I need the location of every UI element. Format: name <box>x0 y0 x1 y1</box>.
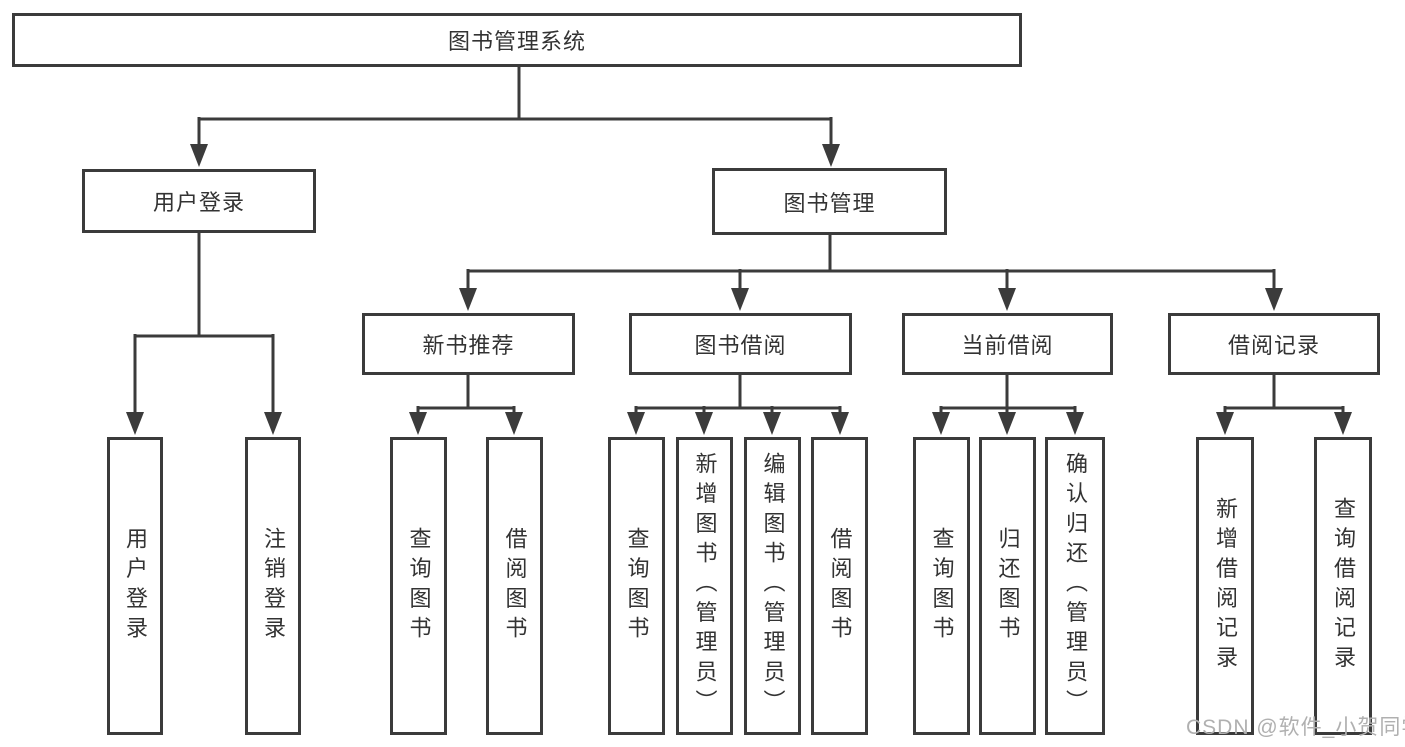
node-label: 查询图书 <box>406 526 432 646</box>
node-label: 当前借阅 <box>961 333 1054 358</box>
node-leaf-logout: 注销登录 <box>245 437 301 735</box>
arrowhead-icon <box>998 288 1016 311</box>
node-leaf-borrow-books-1: 借阅图书 <box>486 437 543 735</box>
node-label: 查询借阅记录 <box>1331 496 1356 676</box>
node-book-management: 图书管理 <box>712 168 947 235</box>
csdn-watermark: CSDN @软件_小贺同学 <box>1186 716 1405 739</box>
arrowhead-icon <box>831 412 849 435</box>
node-label: 确认归还（管理员） <box>1063 452 1088 720</box>
arrowhead-icon <box>409 412 427 435</box>
node-label: 用户登录 <box>123 526 148 646</box>
node-borrow-records: 借阅记录 <box>1168 313 1380 375</box>
node-leaf-user-login: 用户登录 <box>107 437 163 735</box>
node-book-borrow: 图书借阅 <box>629 313 852 375</box>
connector-new-book-recommend-children <box>409 374 523 435</box>
arrowhead-icon <box>190 144 208 167</box>
arrowhead-icon <box>822 144 840 167</box>
node-leaf-confirm-return-admin: 确认归还（管理员） <box>1045 437 1105 735</box>
node-label: 归还图书 <box>995 526 1021 646</box>
node-label: 注销登录 <box>261 526 286 646</box>
node-new-book-recommend: 新书推荐 <box>362 313 575 375</box>
connector-current-borrow-children <box>932 374 1084 435</box>
node-leaf-add-borrow-record: 新增借阅记录 <box>1196 437 1254 735</box>
arrowhead-icon <box>1066 412 1084 435</box>
arrowhead-icon <box>998 412 1016 435</box>
node-leaf-add-books-admin: 新增图书（管理员） <box>676 437 733 735</box>
node-user-login: 用户登录 <box>82 169 316 233</box>
node-leaf-return-books: 归还图书 <box>979 437 1036 735</box>
node-leaf-borrow-books-2: 借阅图书 <box>811 437 868 735</box>
node-label: 借阅图书 <box>827 526 853 646</box>
node-label: 查询图书 <box>624 526 650 646</box>
node-label: 用户登录 <box>152 190 245 215</box>
node-label: 图书管理系统 <box>447 29 586 54</box>
connector-root-to-level2 <box>190 66 840 167</box>
node-label: 新增图书（管理员） <box>692 452 718 720</box>
arrowhead-icon <box>695 412 713 435</box>
node-label: 借阅图书 <box>502 526 528 646</box>
node-leaf-query-books-3: 查询图书 <box>913 437 970 735</box>
node-current-borrow: 当前借阅 <box>902 313 1113 375</box>
node-label: 图书管理 <box>783 190 876 216</box>
node-root-library-system: 图书管理系统 <box>12 13 1022 67</box>
arrowhead-icon <box>505 412 523 435</box>
arrowhead-icon <box>1265 288 1283 311</box>
arrowhead-icon <box>731 288 749 311</box>
connector-user-login-children <box>126 232 282 435</box>
arrowhead-icon <box>627 412 645 435</box>
arrowhead-icon <box>264 412 282 435</box>
node-label: 新增借阅记录 <box>1213 496 1238 676</box>
connector-borrow-records-children <box>1216 374 1352 435</box>
arrowhead-icon <box>763 412 781 435</box>
arrowhead-icon <box>1216 412 1234 435</box>
node-label: 编辑图书（管理员） <box>760 452 786 720</box>
node-leaf-query-books-2: 查询图书 <box>608 437 665 735</box>
arrowhead-icon <box>459 288 477 311</box>
node-label: 借阅记录 <box>1227 333 1320 358</box>
node-label: 图书借阅 <box>694 333 787 358</box>
node-leaf-query-books-1: 查询图书 <box>390 437 447 735</box>
arrowhead-icon <box>1334 412 1352 435</box>
node-label: 新书推荐 <box>422 333 515 358</box>
arrowhead-icon <box>932 412 950 435</box>
node-label: 查询图书 <box>929 526 955 646</box>
arrowhead-icon <box>126 412 144 435</box>
connector-book-borrow-children <box>627 374 849 435</box>
connector-book-management-children <box>459 234 1283 311</box>
node-leaf-query-borrow-record: 查询借阅记录 <box>1314 437 1372 735</box>
node-leaf-edit-books-admin: 编辑图书（管理员） <box>744 437 801 735</box>
